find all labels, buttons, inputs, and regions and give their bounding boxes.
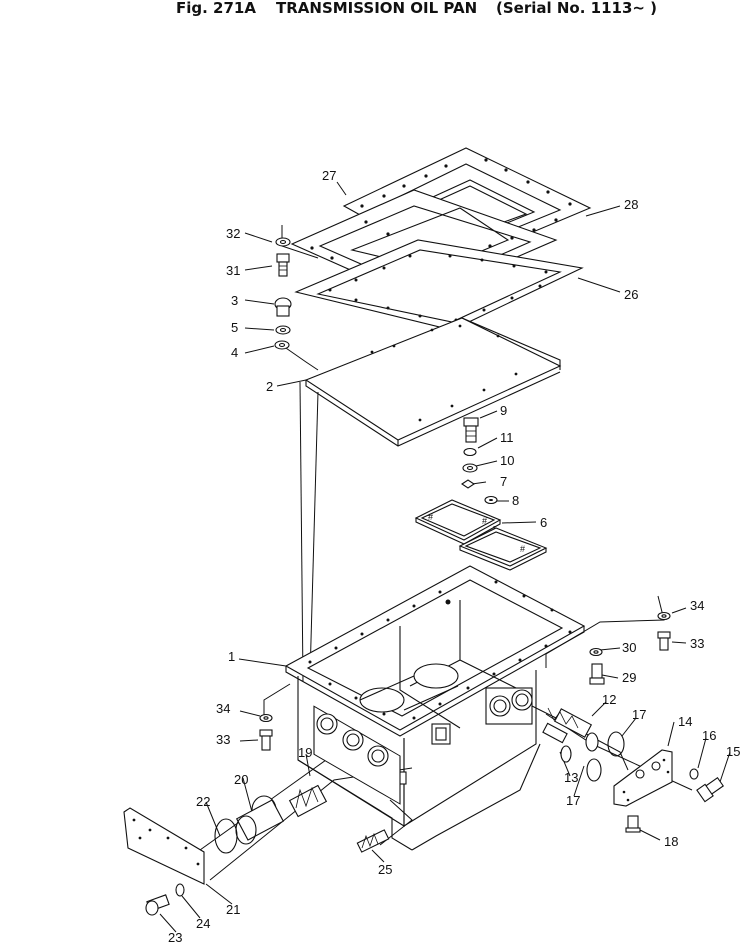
drain-plug-set bbox=[461, 417, 498, 505]
callout-11: 11 bbox=[500, 430, 514, 445]
callout-2: 2 bbox=[266, 379, 273, 394]
strainer-screens: # # # bbox=[414, 499, 548, 571]
callout-25: 25 bbox=[378, 862, 392, 877]
callout-22: 22 bbox=[196, 794, 210, 809]
callout-1: 1 bbox=[228, 649, 235, 664]
svg-text:#: # bbox=[482, 516, 487, 526]
callout-21: 21 bbox=[226, 902, 240, 917]
breather bbox=[356, 829, 390, 853]
callout-14: 14 bbox=[678, 714, 692, 729]
callout-3: 3 bbox=[231, 293, 238, 308]
callout-28: 28 bbox=[624, 197, 638, 212]
callout-5: 5 bbox=[231, 320, 238, 335]
callout-8: 8 bbox=[512, 493, 519, 508]
callout-4: 4 bbox=[231, 345, 238, 360]
callout-19: 19 bbox=[298, 745, 312, 760]
callout-33-left: 33 bbox=[216, 732, 230, 747]
callout-17-upper: 17 bbox=[632, 707, 646, 722]
callout-27: 27 bbox=[322, 168, 336, 183]
callout-33-right: 33 bbox=[690, 636, 704, 651]
oil-pan-body bbox=[284, 565, 586, 851]
callout-24: 24 bbox=[196, 916, 210, 931]
callout-23: 23 bbox=[168, 930, 182, 944]
gasket bbox=[294, 239, 584, 331]
callout-26: 26 bbox=[624, 287, 638, 302]
callout-15: 15 bbox=[726, 744, 740, 759]
callout-10: 10 bbox=[500, 453, 514, 468]
plate bbox=[304, 317, 562, 447]
callout-30: 30 bbox=[622, 640, 636, 655]
svg-text:#: # bbox=[520, 544, 525, 554]
callout-12: 12 bbox=[602, 692, 616, 707]
left-side-parts bbox=[123, 784, 328, 916]
svg-text:#: # bbox=[428, 512, 433, 522]
callout-18: 18 bbox=[664, 834, 678, 849]
callout-34-left: 34 bbox=[216, 701, 230, 716]
figure-title: TRANSMISSION OIL PAN bbox=[276, 0, 478, 17]
callout-20: 20 bbox=[234, 772, 248, 787]
callout-labels: 27 28 26 32 31 3 5 4 2 9 11 10 7 8 6 1 3… bbox=[168, 168, 740, 944]
right-fasteners bbox=[589, 611, 671, 685]
callout-13: 13 bbox=[564, 770, 578, 785]
callout-32: 32 bbox=[226, 226, 240, 241]
callout-9: 9 bbox=[500, 403, 507, 418]
callout-16: 16 bbox=[702, 728, 716, 743]
callout-29: 29 bbox=[622, 670, 636, 685]
callout-34-right: 34 bbox=[690, 598, 704, 613]
top-left-fasteners bbox=[274, 237, 292, 350]
callout-31: 31 bbox=[226, 263, 240, 278]
callout-6: 6 bbox=[540, 515, 547, 530]
left-fasteners bbox=[259, 713, 273, 751]
callout-17-lower: 17 bbox=[566, 793, 580, 808]
callout-7: 7 bbox=[500, 474, 507, 489]
figure-number: Fig. 271A bbox=[176, 0, 256, 17]
right-side-fittings bbox=[542, 707, 725, 833]
serial-range: (Serial No. 1113~ ) bbox=[496, 0, 658, 17]
